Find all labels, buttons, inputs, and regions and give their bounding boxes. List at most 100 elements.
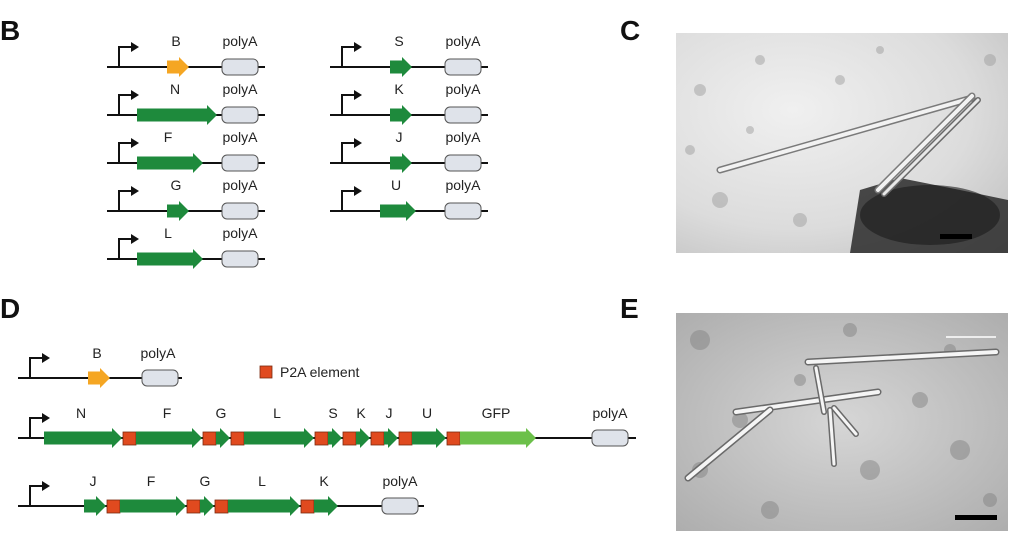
gene-arrow-u bbox=[380, 201, 416, 221]
polya-box bbox=[221, 154, 259, 172]
gene-label: F bbox=[147, 473, 156, 489]
p2a-square-icon bbox=[214, 499, 229, 514]
p2a-square-icon bbox=[186, 499, 201, 514]
micrograph-e-filaments bbox=[684, 348, 1000, 482]
gene-label: G bbox=[200, 473, 211, 489]
gene-arrow-n bbox=[44, 428, 122, 448]
gene-label: GFP bbox=[482, 405, 511, 421]
gene-label: K bbox=[394, 81, 404, 97]
polya-box bbox=[221, 250, 259, 268]
panel-label-c: C bbox=[620, 15, 640, 46]
polya-label: polyA bbox=[445, 33, 481, 49]
polya-box bbox=[381, 497, 419, 515]
gene-arrow-g bbox=[216, 428, 230, 448]
p2a-square-icon bbox=[202, 431, 217, 446]
gene-label: S bbox=[328, 405, 337, 421]
gene-arrow-f bbox=[136, 428, 202, 448]
gene-label: L bbox=[164, 225, 172, 241]
gene-label: L bbox=[273, 405, 281, 421]
gene-label: B bbox=[171, 33, 180, 49]
promoter-arrow-icon bbox=[118, 94, 133, 115]
gene-arrow-k bbox=[390, 105, 412, 125]
gene-label: N bbox=[76, 405, 86, 421]
p2a-legend-label: P2A element bbox=[280, 364, 359, 380]
promoter-arrow-icon bbox=[118, 46, 133, 67]
polya-label: polyA bbox=[445, 177, 481, 193]
promoter-arrowhead-icon bbox=[131, 90, 139, 100]
micrograph-c-dark-stain-core bbox=[860, 185, 1000, 245]
gene-arrow-j bbox=[384, 428, 398, 448]
gene-label: U bbox=[391, 177, 401, 193]
gene-arrow-s bbox=[390, 57, 412, 77]
polya-box bbox=[591, 429, 629, 447]
promoter-arrow-icon bbox=[341, 94, 356, 115]
gene-arrow-f bbox=[137, 153, 203, 173]
p2a-square-icon bbox=[342, 431, 357, 446]
gene-arrow-g bbox=[167, 201, 189, 221]
micrograph-c-filaments bbox=[716, 92, 981, 197]
promoter-arrowhead-icon bbox=[42, 413, 50, 423]
promoter-arrow-icon bbox=[341, 46, 356, 67]
gene-label: K bbox=[356, 405, 366, 421]
gene-label: K bbox=[319, 473, 329, 489]
promoter-arrow-icon bbox=[118, 142, 133, 163]
polya-label: polyA bbox=[222, 177, 258, 193]
gene-label: J bbox=[90, 473, 97, 489]
polya-label: polyA bbox=[222, 33, 258, 49]
polya-box bbox=[444, 154, 482, 172]
gene-label: F bbox=[164, 129, 173, 145]
gene-arrow-n bbox=[137, 105, 217, 125]
polya-box bbox=[444, 58, 482, 76]
gene-arrow-f bbox=[120, 496, 186, 516]
p2a-square-icon bbox=[259, 365, 273, 379]
polya-box bbox=[444, 106, 482, 124]
gene-arrow-j bbox=[84, 496, 106, 516]
promoter-arrow-icon bbox=[341, 190, 356, 211]
gene-label: F bbox=[163, 405, 172, 421]
gene-arrow-k bbox=[314, 496, 338, 516]
gene-label: J bbox=[396, 129, 403, 145]
micrograph-c bbox=[676, 33, 1008, 253]
promoter-arrowhead-icon bbox=[354, 138, 362, 148]
polya-box bbox=[221, 202, 259, 220]
micrograph-c-particles bbox=[685, 46, 996, 227]
gene-arrow-k bbox=[356, 428, 370, 448]
gene-arrow-l bbox=[244, 428, 314, 448]
polya-label: polyA bbox=[222, 225, 258, 241]
gene-arrow-u bbox=[412, 428, 446, 448]
promoter-arrow-icon bbox=[29, 485, 44, 506]
promoter-arrow-icon bbox=[118, 238, 133, 259]
gene-arrow-b bbox=[167, 57, 189, 77]
promoter-arrow-icon bbox=[118, 190, 133, 211]
promoter-arrow-icon bbox=[29, 357, 44, 378]
promoter-arrow-icon bbox=[341, 142, 356, 163]
scale-bar-c bbox=[940, 234, 972, 239]
polya-box bbox=[141, 369, 179, 387]
gene-arrow-s bbox=[328, 428, 342, 448]
gene-arrow-g bbox=[200, 496, 214, 516]
gene-label: G bbox=[171, 177, 182, 193]
p2a-square-icon bbox=[446, 431, 461, 446]
panel-label-e: E bbox=[620, 293, 639, 324]
promoter-arrowhead-icon bbox=[354, 90, 362, 100]
gene-label: U bbox=[422, 405, 432, 421]
gene-arrow-l bbox=[137, 249, 203, 269]
p2a-legend: P2A element bbox=[259, 364, 359, 380]
p2a-square-icon bbox=[230, 431, 245, 446]
gene-arrow-l bbox=[228, 496, 300, 516]
gene-label: J bbox=[386, 405, 393, 421]
gene-arrow-j bbox=[390, 153, 412, 173]
promoter-arrowhead-icon bbox=[42, 353, 50, 363]
